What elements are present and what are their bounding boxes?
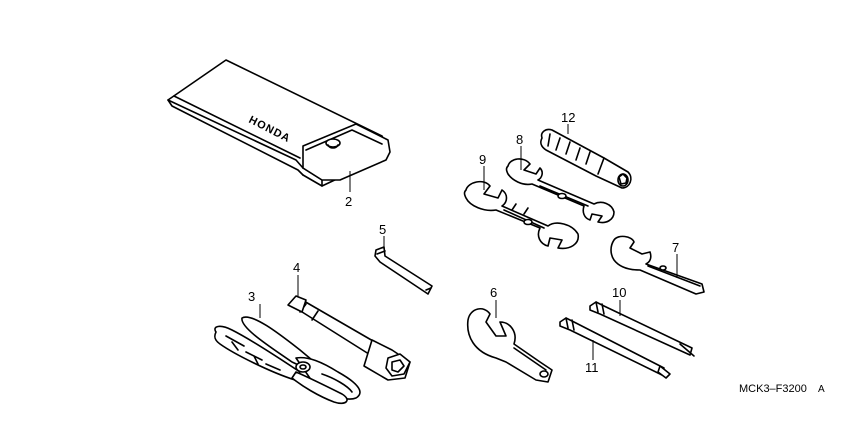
callout-11: 11 xyxy=(585,360,599,375)
leader-lines xyxy=(259,124,678,360)
hex-key xyxy=(374,246,433,295)
callout-10: 10 xyxy=(612,285,626,300)
callout-12: 12 xyxy=(561,110,575,125)
pin-spanner xyxy=(466,307,553,383)
callout-6: 6 xyxy=(490,285,497,300)
callout-numbers: 2 3 4 5 6 7 8 9 10 11 12 xyxy=(248,110,679,375)
double-open-wrench-small xyxy=(505,158,615,224)
callout-2: 2 xyxy=(345,194,352,209)
single-open-wrench xyxy=(610,235,705,295)
spark-plug-wrench xyxy=(287,295,411,381)
screwdriver-flat xyxy=(559,317,671,379)
callout-9: 9 xyxy=(479,152,486,167)
double-open-wrench-large xyxy=(463,180,580,250)
callout-5: 5 xyxy=(379,222,386,237)
screwdriver-phillips xyxy=(589,301,695,357)
callout-7: 7 xyxy=(672,240,679,255)
diagram-suffix: A xyxy=(818,384,825,395)
callout-3: 3 xyxy=(248,289,255,304)
callout-8: 8 xyxy=(516,132,523,147)
screwdriver-handle xyxy=(540,128,632,189)
diagram-code: MCK3–F3200 xyxy=(739,383,807,395)
pliers xyxy=(214,316,361,405)
tool-bag: HONDA xyxy=(167,59,391,187)
callout-4: 4 xyxy=(293,260,300,275)
